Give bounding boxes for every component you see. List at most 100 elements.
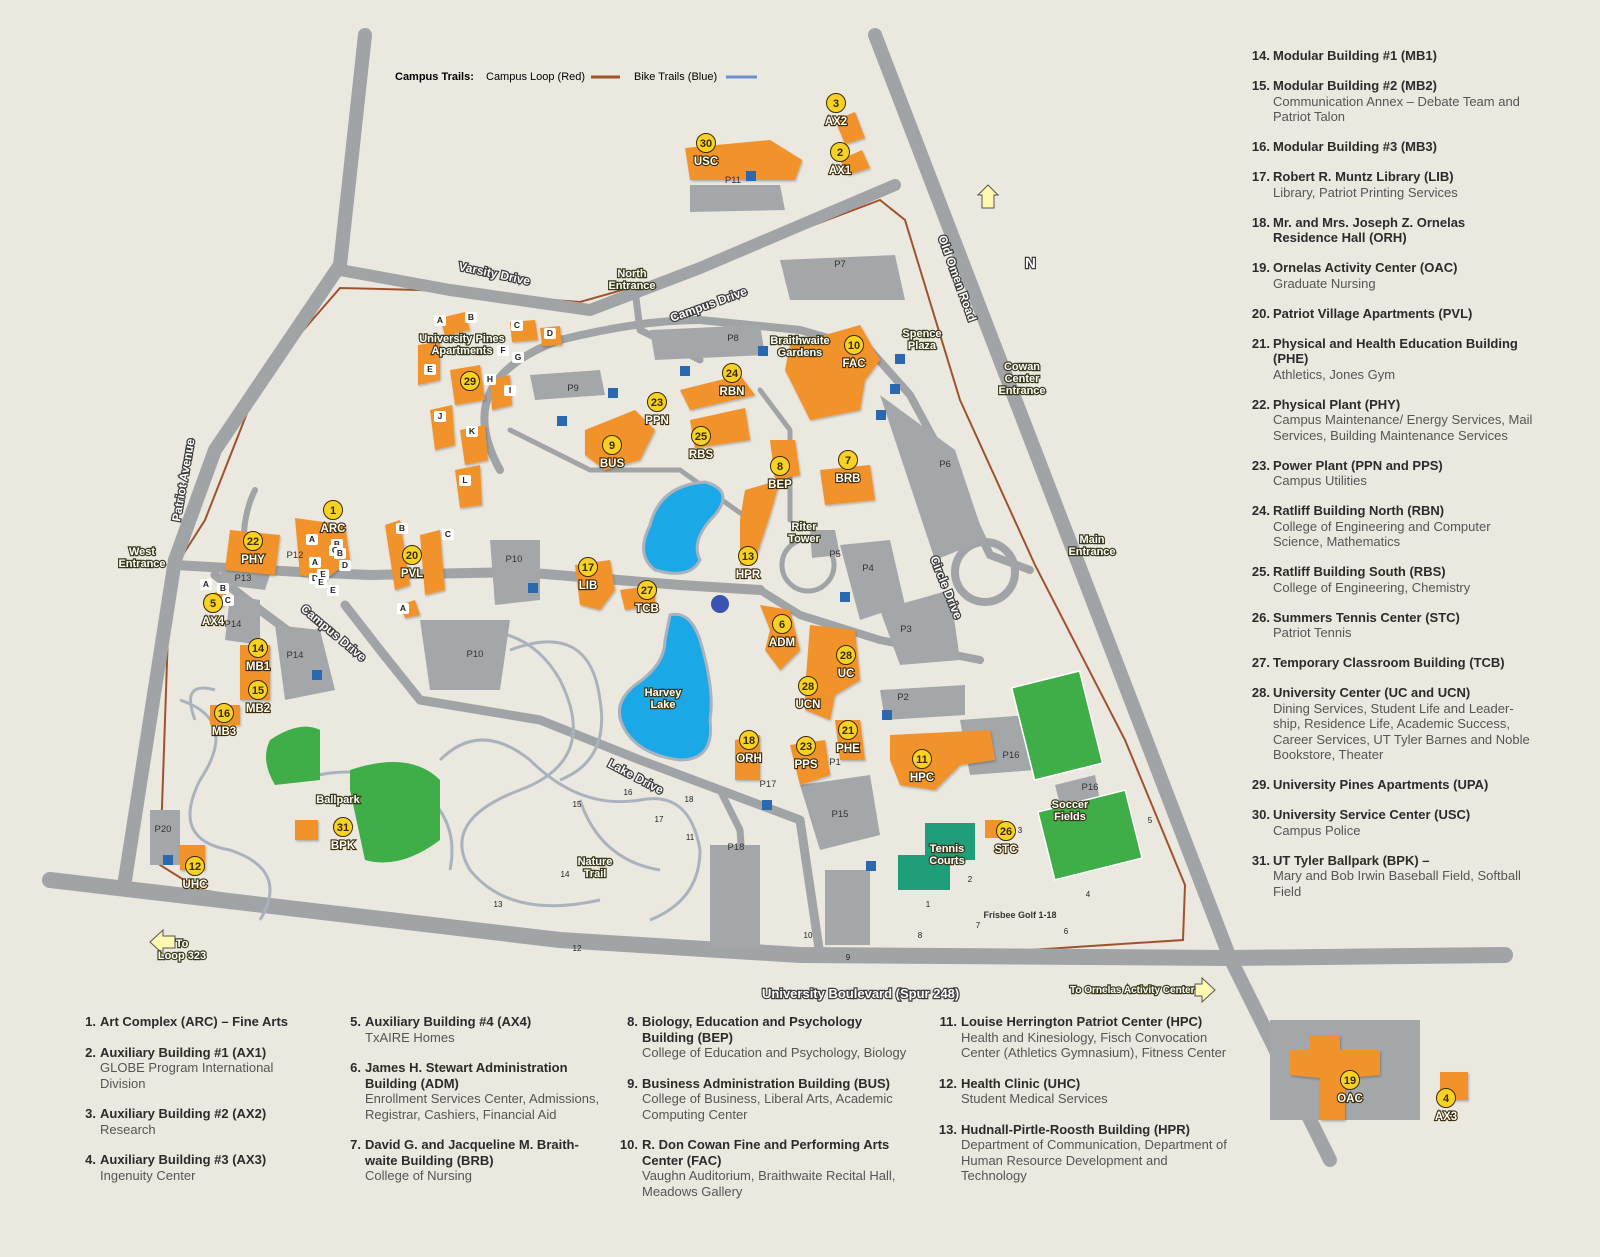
frisbee-hole-label: 2 (968, 875, 973, 884)
sub-letter-badge (397, 603, 409, 614)
legend-item-name: Modular Building #1 (MB1) (1273, 48, 1437, 63)
sub-letter-label: C (514, 320, 520, 330)
building-code: MB1 (246, 661, 271, 673)
legend-item-number: 25. (1251, 564, 1270, 579)
legend-item-name: Modular Building #2 (MB2) (1273, 78, 1437, 93)
building-number-badge (248, 638, 268, 658)
sub-letter-badge (512, 352, 524, 363)
to-ornelas-arrow-icon (1194, 976, 1216, 1004)
building-number: 7 (845, 455, 851, 467)
building-number-badge (691, 426, 711, 446)
building-number: 18 (743, 735, 755, 747)
legend-item-description: Communication Annex – Debate Team and Pa… (1273, 93, 1520, 125)
legend-item-number: 24. (1251, 503, 1270, 518)
sub-letter-badge (217, 583, 229, 594)
legend-item-number: 12. (938, 1075, 957, 1091)
north-pond (642, 480, 725, 575)
parking-lot-label: P13 (235, 573, 252, 584)
legend-item-number: 9. (627, 1075, 638, 1091)
legend-item: 1.Art Complex (ARC) – Fine Arts (70, 1014, 315, 1030)
sub-letter-label: A (203, 579, 209, 589)
legend-item-name: Hudnall-Pirtle-Roosth Building (HPR) (961, 1121, 1190, 1137)
parking-lot-label: P10 (506, 554, 523, 565)
building-number-badge (796, 736, 816, 756)
sub-letter-badge (459, 475, 471, 486)
legend-item-name: Louise Herrington Patriot Center (HPC) (961, 1014, 1203, 1029)
harvey-lake-water (617, 612, 713, 762)
legend-item-number: 6. (350, 1060, 361, 1075)
legend-item: 17.Robert R. Muntz Library (LIB)Library,… (1243, 169, 1533, 200)
sub-letter-badge (497, 345, 509, 356)
legend-item-name: University Center (UC and UCN) (1273, 685, 1471, 700)
baseball-field (350, 762, 440, 863)
sub-letter-badge (434, 411, 446, 422)
legend-item-name: Robert R. Muntz Library (LIB) (1273, 169, 1454, 184)
legend-column-right: 14.Modular Building #1 (MB1)15.Modular B… (1243, 48, 1533, 914)
sub-letter-label: C (225, 595, 231, 605)
building-code: ARC (321, 523, 346, 535)
sub-letter-label: A (309, 534, 315, 544)
legend-item-name: Temporary Classroom Building (TCB) (1273, 655, 1505, 670)
building-number-badge (696, 133, 716, 153)
sub-letter-label: G (515, 352, 522, 362)
legend-item-description: Enrollment Services Center, Admissions, … (365, 1091, 600, 1122)
building-number-badge (836, 645, 856, 665)
legend-item-name: Ornelas Activity Center (OAC) (1273, 260, 1458, 275)
legend-item-number: 28. (1251, 685, 1270, 700)
legend-item-name: Biology, Education and Psychology Buildi… (642, 1014, 863, 1045)
sub-letter-badge (306, 534, 318, 545)
sub-letter-label: E (330, 585, 336, 595)
legend-item-number: 19. (1251, 260, 1270, 275)
sub-letter-badge (200, 579, 212, 590)
legend-item: 12.Health Clinic (UHC)Student Medical Se… (931, 1076, 1236, 1107)
frisbee-golf-label: Frisbee Golf 1-18 (983, 910, 1056, 920)
frisbee-hole-label: 17 (655, 815, 664, 824)
legend-item-number: 11. (939, 1014, 957, 1029)
sub-letter-label: B (468, 312, 474, 322)
building-code: AX4 (202, 616, 225, 628)
legend-item-number: 4. (85, 1152, 96, 1167)
legend-item-name: Physical and Health Education Building (… (1273, 335, 1518, 367)
building-marker-upa[interactable]: 29 (460, 371, 480, 391)
building-code: PPS (794, 759, 817, 771)
building-number-badge (838, 720, 858, 740)
building-number-badge (243, 531, 263, 551)
